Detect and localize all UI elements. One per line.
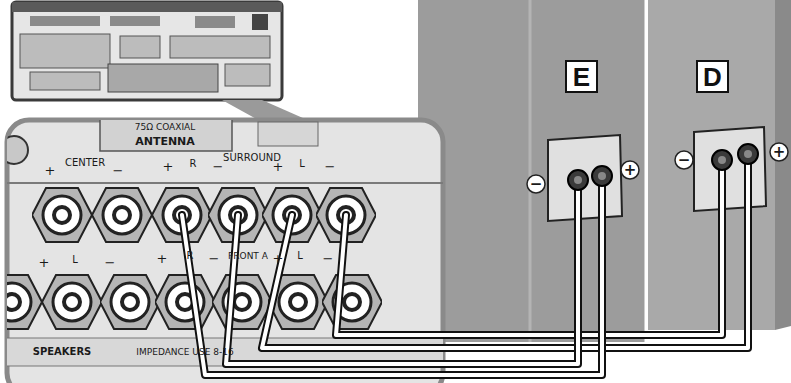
binding-post <box>100 275 160 329</box>
cabinet-edge <box>529 0 532 342</box>
binding-post <box>92 188 152 242</box>
polarity-sign: − <box>530 177 543 192</box>
binding-post <box>322 275 382 329</box>
channel-label: R <box>190 159 197 169</box>
port-block <box>170 36 270 58</box>
speaker-tag: D <box>696 60 729 93</box>
port-row <box>30 16 100 26</box>
terminal-cap <box>574 176 582 184</box>
channel-label: R <box>187 251 194 261</box>
port-row <box>195 16 235 28</box>
terminal-plate <box>548 135 622 221</box>
warning-plate <box>258 122 318 146</box>
wire <box>262 154 748 348</box>
polarity-sign: + <box>273 160 284 173</box>
polarity-sign: − <box>105 256 116 269</box>
panel-label: IMPEDANCE USE 8-16 <box>136 348 233 357</box>
receiver-top <box>12 2 282 12</box>
terminal-cap <box>744 150 752 158</box>
sign-disc <box>527 175 545 193</box>
polarity-sign: − <box>323 252 334 265</box>
terminal-plate <box>694 127 766 211</box>
polarity-sign: + <box>39 256 50 269</box>
polarity-sign: + <box>773 145 786 160</box>
terminal-cap <box>718 156 726 164</box>
panel-label: SURROUND <box>223 153 281 163</box>
sign-disc <box>621 161 639 179</box>
antenna-plate <box>100 120 232 151</box>
sign-disc <box>675 151 693 169</box>
sign-disc <box>770 143 788 161</box>
port-block <box>20 34 110 68</box>
port-block <box>225 64 270 86</box>
speaker-block <box>108 64 218 92</box>
polarity-sign: − <box>113 164 124 177</box>
panel-label: ANTENNA <box>135 136 195 147</box>
polarity-sign: − <box>325 160 336 173</box>
panel-label: 75Ω COAXIAL <box>135 123 196 132</box>
polarity-sign: − <box>678 153 691 168</box>
binding-post <box>155 275 215 329</box>
cabinet-side <box>775 0 791 330</box>
wire-core <box>262 154 748 348</box>
polarity-sign: + <box>45 164 56 177</box>
channel-label: L <box>297 251 303 261</box>
speaker-terminal <box>592 166 612 186</box>
wire-core <box>336 160 722 335</box>
port-block <box>120 36 160 58</box>
speaker-letter: E <box>573 64 590 90</box>
terminal-cap <box>598 172 606 180</box>
speaker-cabinet <box>648 0 775 330</box>
polarity-sign: − <box>213 160 224 173</box>
polarity-sign: + <box>273 252 284 265</box>
speaker-letter: D <box>703 64 722 90</box>
binding-post <box>32 188 92 242</box>
binding-post <box>42 275 102 329</box>
binding-post <box>212 275 272 329</box>
polarity-sign: + <box>624 163 637 178</box>
panel-label: CENTER <box>65 158 105 168</box>
wire-core <box>226 180 578 364</box>
channel-label: L <box>299 159 305 169</box>
speaker-terminal <box>712 150 732 170</box>
binding-post <box>7 275 42 329</box>
wire-core <box>182 176 602 375</box>
wire <box>336 160 722 335</box>
speaker-terminal <box>738 144 758 164</box>
panel-label: FRONT A <box>228 252 268 261</box>
polarity-sign: + <box>157 252 168 265</box>
speaker-tag: E <box>565 60 598 93</box>
wire <box>182 176 602 375</box>
cabinet-gap <box>645 0 648 342</box>
antenna-jack <box>7 136 28 164</box>
panel-line <box>7 182 443 184</box>
power-inlet <box>252 14 268 30</box>
panel-label: SPEAKERS <box>33 347 92 357</box>
port-block <box>30 72 100 90</box>
port-row <box>110 16 160 26</box>
wire <box>226 180 578 364</box>
polarity-sign: + <box>163 160 174 173</box>
speaker-cabinet <box>418 0 645 342</box>
polarity-sign: − <box>209 252 220 265</box>
channel-label: L <box>72 255 78 265</box>
receiver-rear <box>12 2 282 100</box>
speaker-wires <box>182 154 748 375</box>
speaker-terminal <box>568 170 588 190</box>
